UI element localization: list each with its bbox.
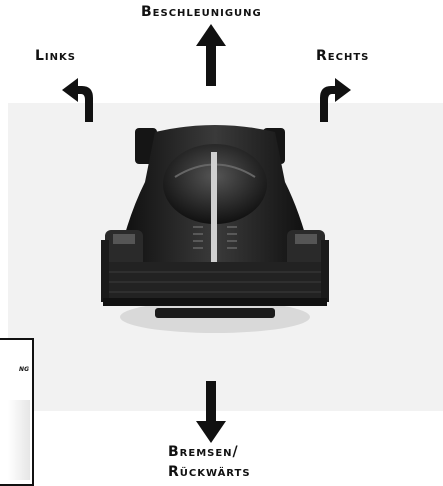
turn-right-icon <box>320 78 351 122</box>
inset-label: ng <box>19 364 29 374</box>
label-brake: Bremsen/ <box>168 444 239 460</box>
race-car-top-view <box>101 125 329 333</box>
inset-panel: ng <box>0 338 34 486</box>
inset-image <box>8 400 30 480</box>
label-right: Rechts <box>316 48 370 64</box>
arrow-up-icon <box>196 24 226 86</box>
arrow-down-icon <box>196 381 226 443</box>
label-accelerate: Beschleunigung <box>141 4 262 20</box>
label-reverse: Rückwärts <box>168 464 251 480</box>
turn-left-icon <box>62 78 93 122</box>
label-left: Links <box>35 48 76 64</box>
